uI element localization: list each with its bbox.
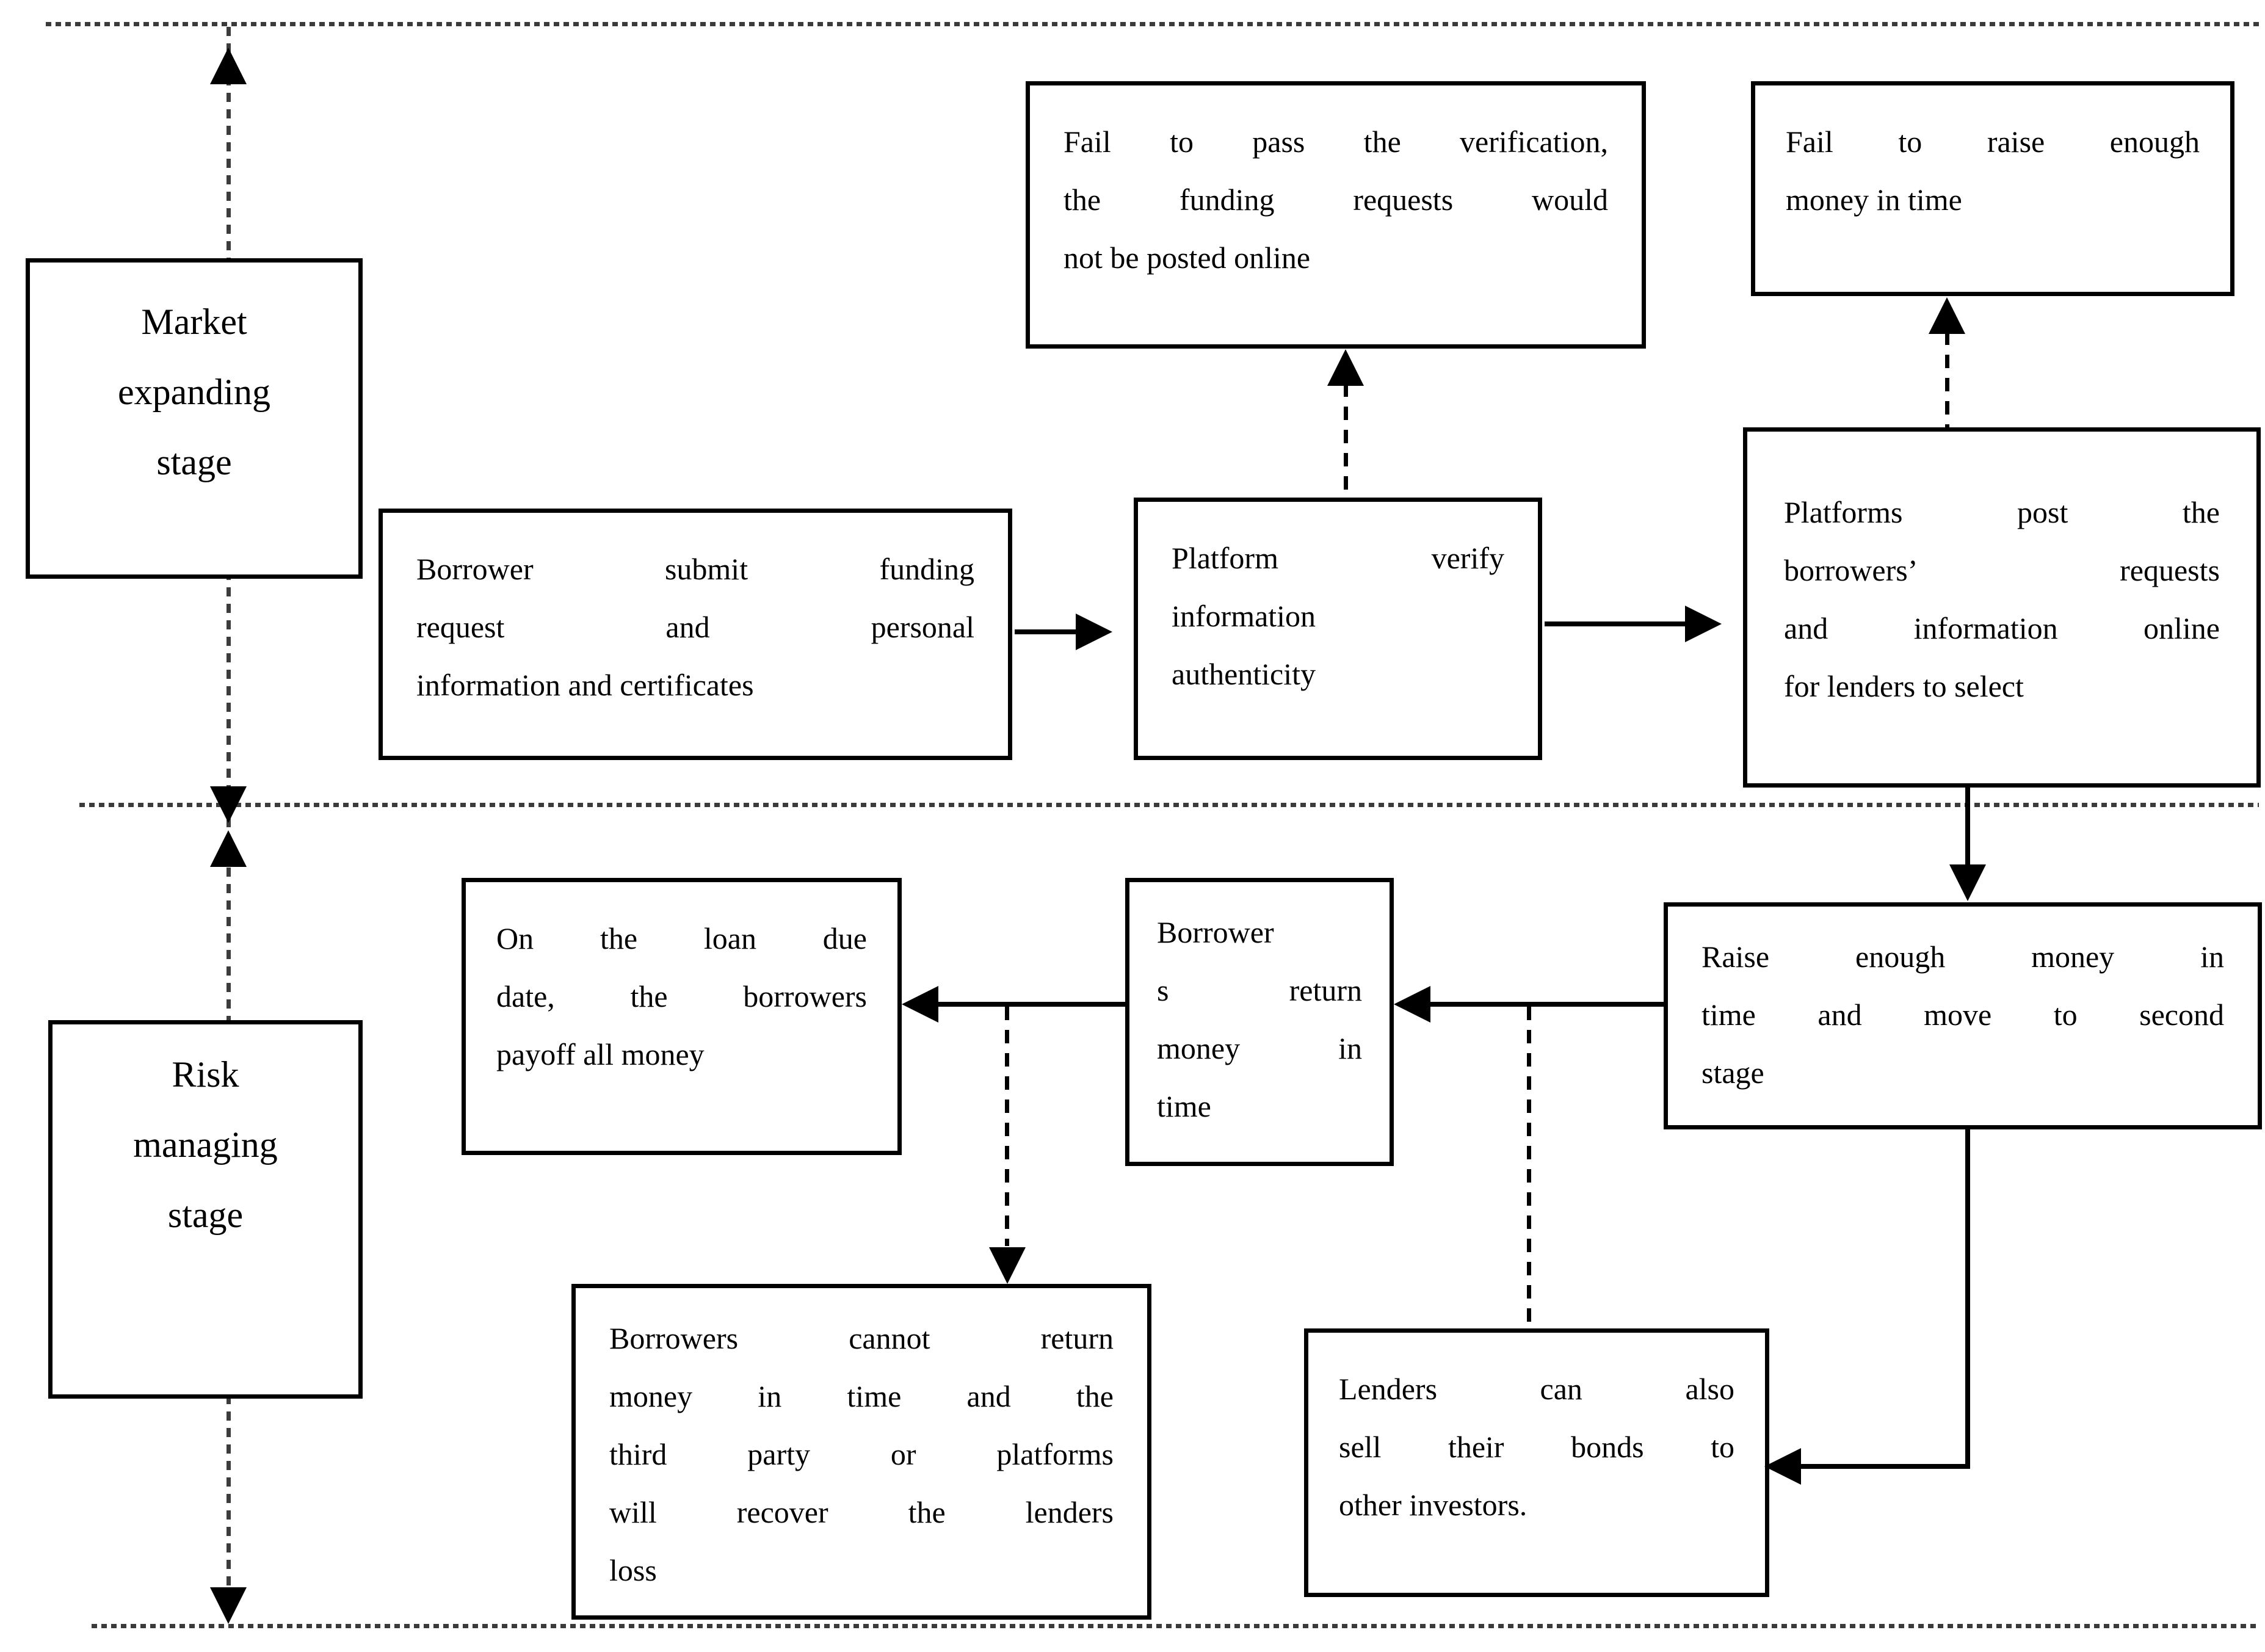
arrow-raise-to-return-line	[1427, 1002, 1665, 1007]
arrow-post-to-raise-line	[1965, 788, 1970, 867]
text-line: third party or platforms	[609, 1437, 1114, 1471]
arrow-return-to-cannot-head-icon	[989, 1247, 1026, 1284]
box-loan-due-payoff: On the loan due date, the borrowers payoff…	[462, 878, 902, 1155]
text-line: not be posted online	[1064, 241, 1311, 275]
timeline-top-arrowhead-icon	[210, 48, 247, 84]
arrow-verify-to-post-line	[1545, 621, 1691, 626]
text-line: Borrowers cannot return	[609, 1321, 1114, 1355]
text-line: loss	[609, 1553, 657, 1587]
text-line: other investors.	[1339, 1488, 1528, 1522]
text-line: request and personal	[416, 610, 974, 644]
timeline-divider-down-arrowhead-icon	[210, 786, 247, 823]
arrow-post-to-failraise-head-icon	[1929, 297, 1965, 334]
arrow-submit-to-verify-head-icon	[1076, 614, 1112, 650]
box-raise-enough: Raise enough money in time and move to se…	[1664, 902, 2262, 1129]
arrow-return-to-payoff-line	[935, 1002, 1127, 1007]
box-fail-verification: Fail to pass the verification, the fundin…	[1026, 81, 1646, 349]
arrow-verify-to-post-head-icon	[1685, 606, 1722, 642]
arrow-return-to-cannot-dashed-line	[1005, 1007, 1009, 1246]
text-line: money in time	[1786, 183, 1962, 217]
text-line: for lenders to select	[1784, 669, 2024, 703]
line-raise-to-lenders-dashed	[1527, 1007, 1531, 1328]
text-line: borrowers’ requests	[1784, 553, 2220, 587]
text-line: Market	[141, 302, 247, 342]
text-line: information and certificates	[416, 668, 754, 702]
text-line: date, the borrowers	[496, 979, 867, 1013]
box-platform-verify: Platform verify information authenticity	[1134, 498, 1542, 760]
text-line: Borrower	[1157, 915, 1274, 949]
text-line: Platforms post the	[1784, 495, 2220, 529]
box-borrower-submit: Borrower submit funding request and perso…	[379, 509, 1012, 760]
arrow-submit-to-verify-line	[1015, 629, 1082, 634]
bottom-boundary-dotted-line	[92, 1624, 2256, 1628]
arrow-post-to-failraise-dashed-line	[1945, 331, 1949, 427]
arrow-return-to-payoff-head-icon	[902, 986, 938, 1023]
text-line: stage	[167, 1195, 244, 1235]
text-line: Raise enough money in	[1701, 940, 2224, 974]
text-line: stage	[156, 442, 232, 482]
box-lenders-sell-bonds: Lenders can also sell their bonds to other…	[1304, 1328, 1769, 1597]
text-line: Borrower submit funding	[416, 552, 974, 586]
text-line: time and move to second	[1701, 998, 2224, 1032]
text-line: authenticity	[1172, 657, 1316, 691]
timeline-divider-up-arrowhead-icon	[210, 830, 247, 867]
top-boundary-dotted-line	[46, 22, 2259, 26]
text-line: Fail to raise enough	[1786, 125, 2200, 159]
text-line: money in time and the	[609, 1379, 1114, 1413]
arrow-raise-to-lenders-head-icon	[1764, 1448, 1801, 1485]
arrow-post-to-raise-head-icon	[1949, 864, 1986, 901]
box-borrowers-cannot-return: Borrowers cannot return money in time and…	[571, 1284, 1151, 1620]
text-line: Platform verify	[1172, 541, 1504, 575]
timeline-bottom-arrowhead-icon	[210, 1587, 247, 1624]
text-line: information	[1172, 599, 1316, 633]
arrow-raise-to-lenders-vertical-line	[1965, 1129, 1970, 1466]
text-line: managing	[133, 1125, 278, 1165]
text-line: time	[1157, 1089, 1211, 1123]
text-line: sell their bonds to	[1339, 1430, 1734, 1464]
box-fail-raise-money: Fail to raise enough money in time	[1751, 81, 2234, 296]
text-line: payoff all money	[496, 1037, 705, 1071]
text-line: stage	[1701, 1056, 1764, 1090]
arrow-raise-to-lenders-horizontal-line	[1797, 1464, 1970, 1469]
text-line: will recover the lenders	[609, 1495, 1114, 1529]
text-line: the funding requests would	[1064, 183, 1608, 217]
stage-timeline-dashed-line	[227, 27, 231, 1625]
text-line: On the loan due	[496, 921, 867, 955]
text-line: and information online	[1784, 611, 2220, 645]
box-platforms-post: Platforms post the borrowers’ requests and…	[1743, 427, 2261, 788]
text-line: Risk	[172, 1054, 239, 1095]
text-line: Lenders can also	[1339, 1372, 1734, 1406]
text-line: money in	[1157, 1031, 1362, 1065]
arrow-verify-to-failverification-dashed-line	[1344, 383, 1348, 498]
arrow-verify-to-failverification-head-icon	[1327, 349, 1364, 386]
text-line: s return	[1157, 973, 1362, 1007]
box-borrowers-return: Borrower s return money in time	[1125, 878, 1394, 1166]
text-line: expanding	[118, 372, 270, 412]
text-line: Fail to pass the verification,	[1064, 125, 1608, 159]
stage-divider-dotted-line	[79, 803, 2259, 807]
arrow-raise-to-return-head-icon	[1394, 986, 1430, 1023]
box-risk-managing-stage: Risk managing stage	[48, 1020, 363, 1399]
box-market-expanding-stage: Market expanding stage	[26, 258, 363, 579]
